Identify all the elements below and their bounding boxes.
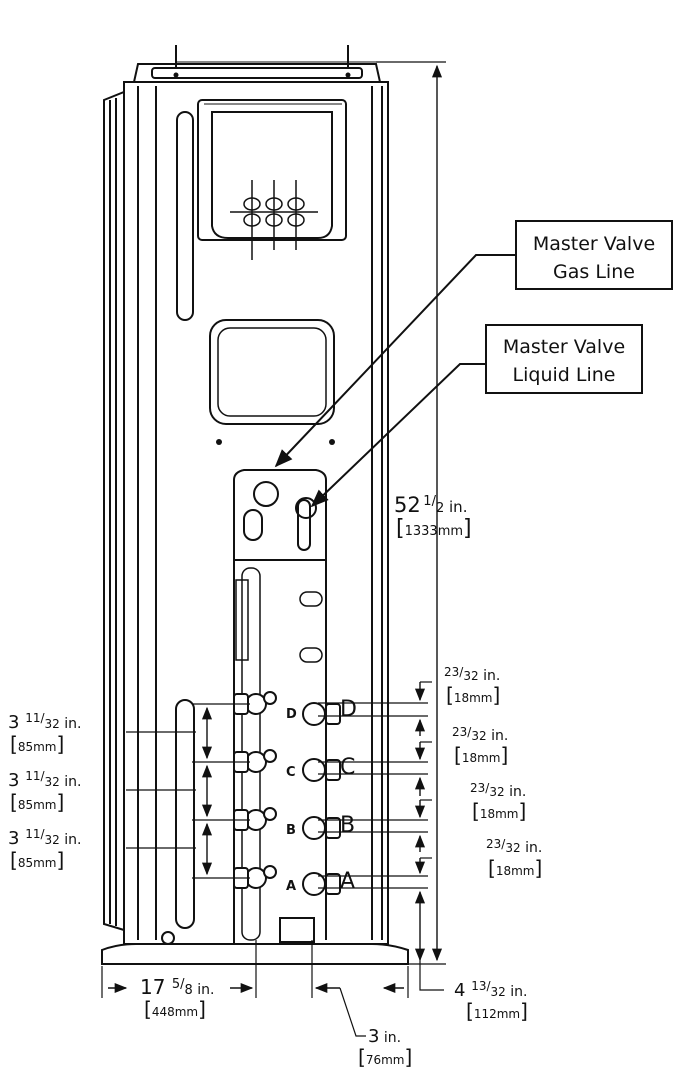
dim-height-den: 2 <box>436 501 444 516</box>
svg-text:[85mm]: [85mm] <box>10 848 64 872</box>
port-label-a-large: A <box>340 869 355 894</box>
dim-valve-offset: 3 in. [76mm] <box>358 1026 412 1067</box>
svg-text:23/32 in.: 23/32 in. <box>444 665 500 684</box>
dim-offset-4: 23/32 in. [18mm] <box>486 837 542 880</box>
unit-body <box>101 45 440 965</box>
svg-text:23/32 in.: 23/32 in. <box>452 725 508 744</box>
svg-text:[18mm]: [18mm] <box>454 743 508 767</box>
leader-lines <box>126 681 444 1037</box>
port-label-a: A <box>286 879 296 894</box>
port-label-b-large: B <box>340 813 355 838</box>
port-label-d: D <box>286 707 297 722</box>
svg-text:3 11/32 in.: 3 11/32 in. <box>8 711 81 733</box>
dim-offset-3: 23/32 in. [18mm] <box>470 781 526 823</box>
dim-offset-1: 23/32 in. [18mm] <box>444 665 500 707</box>
port-label-d-large: D <box>340 697 357 722</box>
dim-spacing-3: 3 11/32 in. [85mm] <box>8 827 81 872</box>
dimension-arrows <box>201 64 443 962</box>
svg-text:[18mm]: [18mm] <box>488 856 542 880</box>
svg-text:52 1/2 in.: 52 1/2 in. <box>394 493 467 517</box>
mounting-holes <box>173 72 351 445</box>
svg-text:[18mm]: [18mm] <box>446 683 500 707</box>
callout-liquid: Master Valve Liquid Line <box>310 324 643 508</box>
dim-height-unit: in. <box>449 498 467 516</box>
callout-gas-line2: Gas Line <box>553 261 635 283</box>
svg-text:[85mm]: [85mm] <box>10 790 64 814</box>
small-offset-arrows <box>108 682 426 994</box>
dim-height-metric: 1333 <box>405 524 438 539</box>
dim-height-whole: 52 <box>394 493 421 517</box>
dim-bottom-height: 4 13/32 in. [112mm] <box>454 979 528 1023</box>
dim-offset-2: 23/32 in. [18mm] <box>452 725 508 767</box>
svg-text:23/32 in.: 23/32 in. <box>486 837 542 856</box>
left-fittings <box>233 691 277 889</box>
dim-height-num: 1 <box>423 494 431 509</box>
port-label-b: B <box>286 823 296 838</box>
extension-lines <box>101 61 446 998</box>
dim-base-width: 17 5/8 in. [448mm] <box>140 975 214 1021</box>
svg-text:4 13/32 in.: 4 13/32 in. <box>454 979 527 1001</box>
right-valves <box>302 702 341 896</box>
dim-spacing-1: 3 11/32 in. [85mm] <box>8 711 81 756</box>
svg-text:3 11/32 in.: 3 11/32 in. <box>8 769 81 791</box>
callout-liquid-line2: Liquid Line <box>513 364 616 386</box>
dim-height: 52 1/2 in. [1333mm] <box>394 493 472 541</box>
svg-text:3 11/32 in.: 3 11/32 in. <box>8 827 81 849</box>
callout-gas: Master Valve Gas Line <box>274 220 673 468</box>
svg-text:17 5/8 in.: 17 5/8 in. <box>140 975 214 999</box>
port-label-c-large: C <box>340 755 355 780</box>
svg-text:[85mm]: [85mm] <box>10 732 64 756</box>
svg-text:23/32 in.: 23/32 in. <box>470 781 526 800</box>
callout-liquid-line1: Master Valve <box>503 336 625 358</box>
port-label-c: C <box>286 765 296 780</box>
dim-spacing-2: 3 11/32 in. [85mm] <box>8 769 81 814</box>
dim-height-metric-unit: mm <box>438 524 463 539</box>
svg-text:[112mm]: [112mm] <box>466 999 528 1023</box>
svg-text:[448mm]: [448mm] <box>144 997 206 1021</box>
callout-gas-line1: Master Valve <box>533 233 655 255</box>
svg-text:3 in.: 3 in. <box>368 1026 401 1047</box>
svg-text:[18mm]: [18mm] <box>472 799 526 823</box>
svg-text:[1333mm]: [1333mm] <box>396 516 472 541</box>
svg-text:[76mm]: [76mm] <box>358 1045 412 1067</box>
